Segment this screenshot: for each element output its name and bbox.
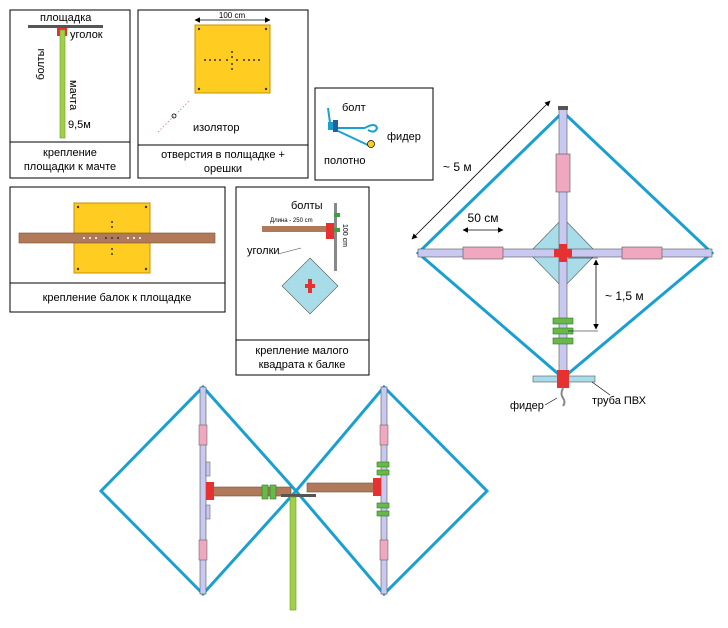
insulator [379, 424, 389, 446]
feeder-nut [367, 140, 375, 148]
plate-holes [197, 27, 268, 91]
insulator-line [157, 99, 191, 133]
beam-holes [83, 237, 141, 239]
dimension-label: 100 cm [219, 11, 246, 20]
caption-line-1: крепление [43, 147, 97, 159]
clamps [552, 317, 574, 345]
caption-line-2: орешки [204, 163, 242, 175]
insulator [198, 539, 208, 561]
center-cross [554, 244, 572, 262]
insulator [198, 424, 208, 446]
beam-right [306, 482, 380, 493]
bracket-right [373, 478, 381, 496]
beam-left [209, 486, 292, 497]
leader-line [544, 397, 558, 406]
bottom-bracket [557, 370, 569, 388]
platform-plate [194, 24, 271, 94]
insulator-top [555, 153, 571, 193]
feeder-loop [364, 124, 379, 133]
feeder-wire [337, 127, 371, 147]
panel-beam-mount: крепление балок к площадке [9, 186, 226, 313]
cross-mount [305, 279, 315, 293]
support [205, 461, 211, 477]
platform-label: площадка [40, 12, 92, 24]
mast-label: мачта [67, 80, 79, 111]
panel-mast-mount: площадка уголок болты мачта 9,5м креплен… [9, 9, 131, 179]
bolt-label: болт [342, 102, 366, 114]
mast [289, 496, 297, 611]
panel-small-square-mount: болты Длина - 250 cm 100 cm уголки крепл… [235, 186, 370, 376]
main-antenna: ~ 5 м 50 см ~ 1,5 м фидер труба ПВХ [411, 100, 715, 412]
bolts-label: болты [291, 200, 323, 212]
insulator-right [621, 246, 663, 260]
pvc-label: труба ПВХ [592, 395, 647, 407]
leader-line [591, 381, 611, 396]
support [205, 504, 211, 520]
brackets-label: уголки [247, 245, 280, 257]
caption-line-1: отверстия в полщадке + [161, 149, 285, 161]
insulator-label: изолятор [193, 122, 239, 134]
feeder-cable [560, 387, 566, 407]
feeder-label: фидер [510, 400, 544, 412]
panel-frame [9, 9, 131, 179]
right-spreader [380, 386, 388, 595]
offset-label: ~ 1,5 м [605, 289, 644, 303]
insulator [379, 539, 389, 561]
insulator-left [462, 246, 504, 260]
bolt-shape [334, 228, 340, 232]
bracket-label: уголок [70, 29, 103, 41]
spreader-cap [558, 106, 568, 110]
bolt-shape [333, 120, 338, 132]
bolt-shape [328, 122, 333, 130]
bolts-label: болты [35, 48, 47, 80]
side-label: ~ 5 м [443, 160, 472, 174]
left-spreader [199, 386, 207, 595]
mast-shape [59, 29, 66, 139]
clamps [261, 461, 390, 517]
bolt-shape [334, 213, 340, 217]
dimension-label: 100 cm [341, 224, 348, 247]
platform [281, 494, 316, 497]
caption-line-2: квадрата к балке [259, 359, 346, 371]
beam-shape [262, 226, 328, 232]
caption: крепление балок к площадке [43, 292, 192, 304]
plate-edge [334, 203, 337, 271]
mast-height-label: 9,5м [68, 119, 91, 131]
caption-line-1: крепление малого [255, 345, 348, 357]
feeder-label: фидер [387, 131, 421, 143]
bracket-shape [326, 223, 334, 239]
platform-shape [28, 25, 103, 28]
length-label: Длина - 250 cm [270, 218, 313, 224]
caption-line-2: площадки к мачте [24, 161, 116, 173]
wire-label: полотно [324, 155, 365, 167]
plate-holes [76, 205, 148, 271]
side-dimension [411, 100, 551, 240]
insulator-length-label: 50 см [468, 211, 499, 225]
leader-line [277, 247, 302, 255]
panel-feeder-connection: болт фидер полотно [314, 87, 434, 181]
side-view-antenna [98, 384, 490, 611]
insulator-marker [171, 113, 177, 119]
bracket-left [206, 482, 214, 500]
panel-platform-holes: 100 cm изолятор отверстия в полщадке + о… [137, 9, 309, 179]
